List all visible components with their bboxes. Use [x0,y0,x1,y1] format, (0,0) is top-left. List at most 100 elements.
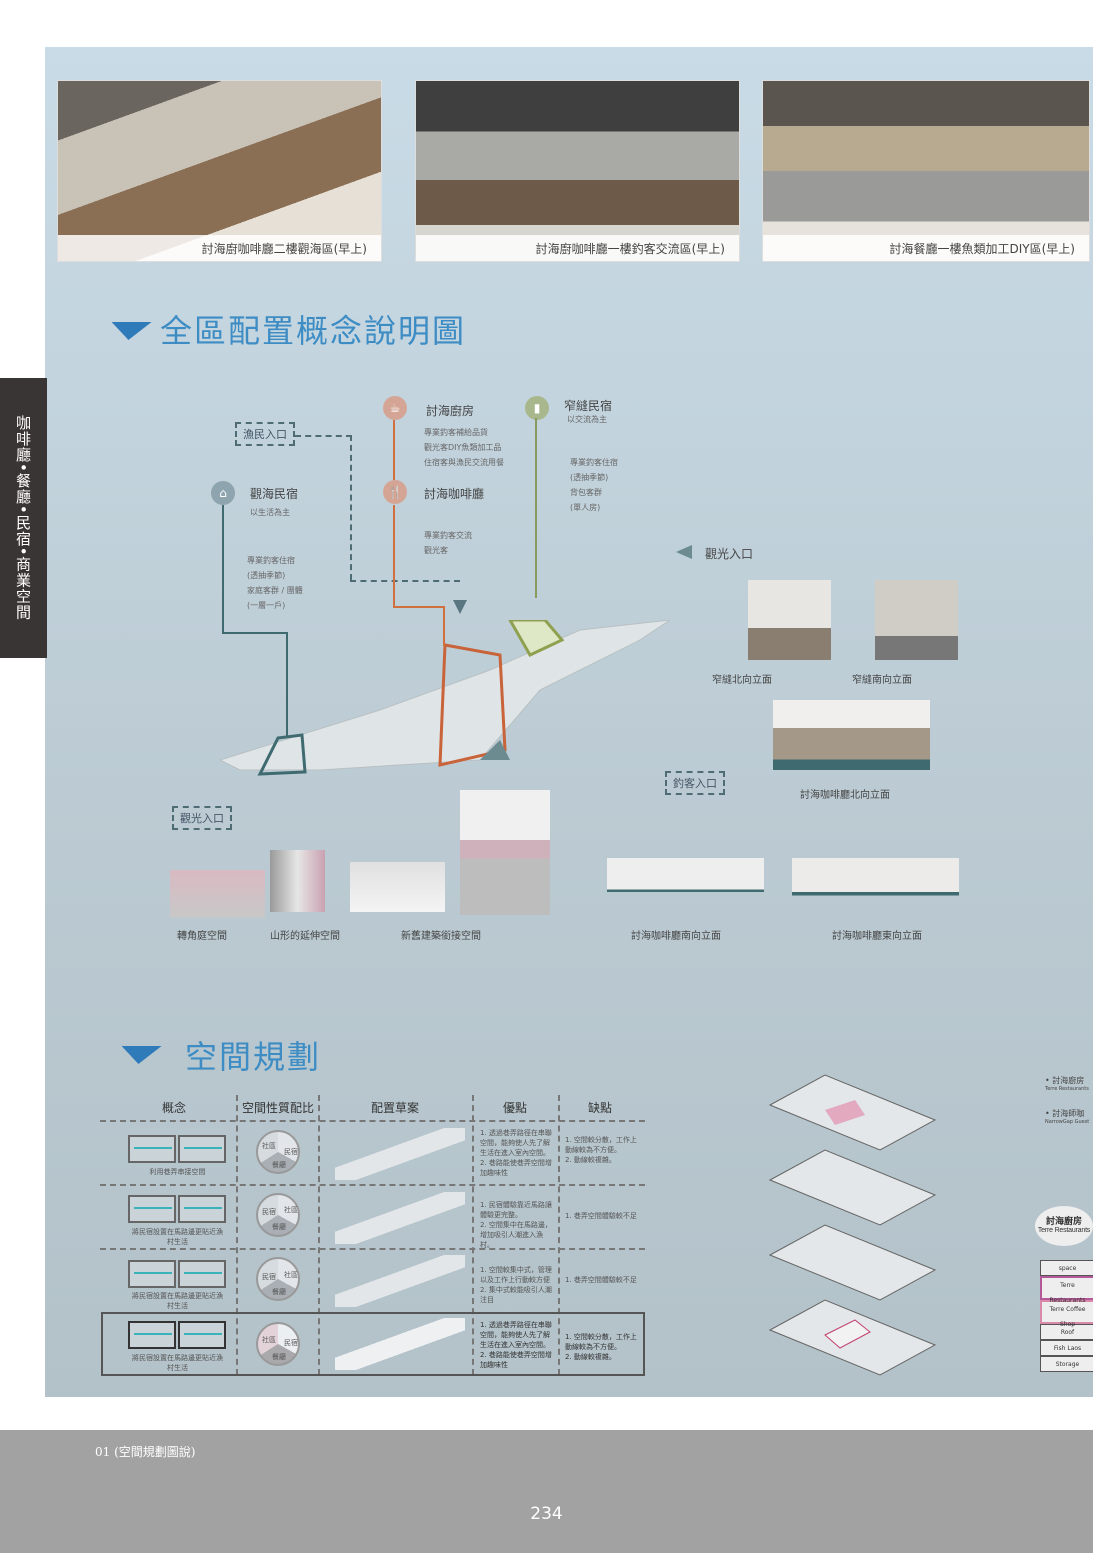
route-line [350,580,460,582]
ratio-pie [256,1257,300,1301]
pros-cell: 1. 透過巷弄路徑在串聯空間，能夠使人先了解生活在進入室內空間。2. 巷路能使巷… [480,1321,552,1369]
divider [100,1248,645,1250]
side-tab: 咖啡廳•餐廳•民宿•商業空間 [0,378,47,658]
concept-sketch [270,850,325,912]
ratio-pie [256,1193,300,1237]
route-line [350,435,352,580]
ratio-pie [256,1322,300,1366]
table-header: 配置草案 [370,1101,419,1115]
pie-label: 社區 [262,1142,276,1150]
section-title: 空間規劃 [185,1038,322,1076]
elevation-label: 窄縫南向立面 [852,675,912,686]
narrow-inn-line: 專業釣客住宿 [570,458,618,467]
concept-sketch [350,862,445,912]
tourist-entrance-left-label: 觀光入口 [172,806,232,830]
pie-label: 社區 [284,1206,298,1214]
pie-label: 社區 [284,1271,298,1279]
elevation-label: 討海咖啡廳北向立面 [800,790,890,801]
kitchen-name: 討海廚房 [426,404,475,418]
page-footer [0,1430,1093,1553]
narrow-inn-line: (單人房) [570,503,601,512]
selected-row-frame [101,1312,645,1376]
elevation-label: 討海咖啡廳東向立面 [832,931,922,942]
concept-sketch [460,790,550,915]
concept-diagram [178,1321,226,1349]
section-title: 全區配置概念說明圖 [160,312,467,350]
narrow-inn-line: 背包客群 [570,488,602,497]
cons-cell: 1. 空間較分散，工作上動線較為不方便。2. 動線較複雜。 [565,1333,637,1361]
house-icon: ⌂ [211,481,235,505]
pie-label: 餐廳 [272,1223,286,1231]
photo-caption: 討海餐廳一樓魚類加工DIY區(早上) [763,235,1089,261]
pie-label: 餐廳 [272,1161,286,1169]
concept-diagram [128,1195,176,1223]
cafe-line: 觀光客 [424,546,448,555]
arrow-left-icon [676,545,692,559]
divider [472,1095,474,1375]
route-line [222,632,288,634]
cafe-name: 討海咖啡廳 [424,487,485,501]
layout-sketch [335,1255,465,1307]
layout-sketch [335,1192,465,1244]
pie-label: 民宿 [284,1339,298,1347]
divider [558,1095,560,1375]
concept-label: 轉角庭空間 [177,931,227,942]
ratio-pie [256,1130,300,1174]
photo-caption: 討海廚咖啡廳二樓觀海區(早上) [58,235,381,261]
pie-label: 社區 [262,1336,276,1344]
elevation-drawing [607,858,764,915]
sea-inn-sub: 以生活為主 [250,508,290,517]
narrow-inn-name: 窄縫民宿 [564,399,613,413]
layout-sketch [335,1128,465,1180]
render-photo: 討海廚咖啡廳一樓釣客交流區(早上) [415,80,740,262]
concept-diagram [128,1321,176,1349]
layout-sketch [335,1318,465,1370]
kitchen-line: 觀光客DIY魚類加工品 [424,443,502,452]
elevation-label: 窄縫北向立面 [712,675,772,686]
kitchen-line: 住宿客與漁民交流用餐 [424,458,504,467]
concept-diagram [178,1260,226,1288]
concept-sketch [170,870,265,918]
route-line [393,505,395,607]
table-header: 缺點 [587,1101,612,1115]
sea-inn-line: 專業釣客住宿 [247,556,295,565]
route-line [393,606,445,608]
cons-cell: 1. 巷弄空間體驗較不足 [565,1212,637,1220]
narrow-inn-line: (透抽季節) [570,473,609,482]
page-number: 234 [530,1504,563,1524]
concept-label: 山形的延伸空間 [270,931,340,942]
coffee-icon: ☕ [383,396,407,420]
cafe-line: 專業釣客交流 [424,531,472,540]
render-photo: 討海廚咖啡廳二樓觀海區(早上) [57,80,382,262]
building-icon: ▮ [525,396,549,420]
arrow-down-icon [453,600,467,614]
concept-diagram [178,1195,226,1223]
pie-label: 餐廳 [272,1288,286,1296]
cons-cell: 1. 空間較分散，工作上動線較為不方便。2. 動線較複雜。 [565,1136,637,1164]
concept-diagram [178,1135,226,1163]
divider [236,1095,238,1375]
narrow-inn-sub: 以交流為主 [567,415,607,424]
kitchen-line: 專業釣客補給品貨 [424,428,488,437]
angler-entrance-label: 釣客入口 [665,771,725,795]
route-line [393,420,395,480]
sea-inn-line: (透抽季節) [247,571,286,580]
concept-diagram [128,1135,176,1163]
table-header: 概念 [161,1101,186,1115]
route-line [535,418,537,598]
elevation-drawing [773,700,930,770]
section-footer-label: 01 (空間規劃圖說) [95,1445,196,1459]
sea-inn-line: 家庭客群 / 團體 [247,586,303,595]
pie-label: 民宿 [262,1273,276,1281]
elevation-drawing [875,580,958,660]
divider [318,1095,320,1375]
route-line [286,632,288,737]
pie-label: 餐廳 [272,1353,286,1361]
concept-label: 新舊建築銜接空間 [401,931,481,942]
concept-diagram [128,1260,176,1288]
divider [100,1120,645,1122]
pros-cell: 1. 透過巷弄路徑在串聯空間，能夠使人先了解生活在進入室內空間。2. 巷路能使巷… [480,1129,552,1177]
